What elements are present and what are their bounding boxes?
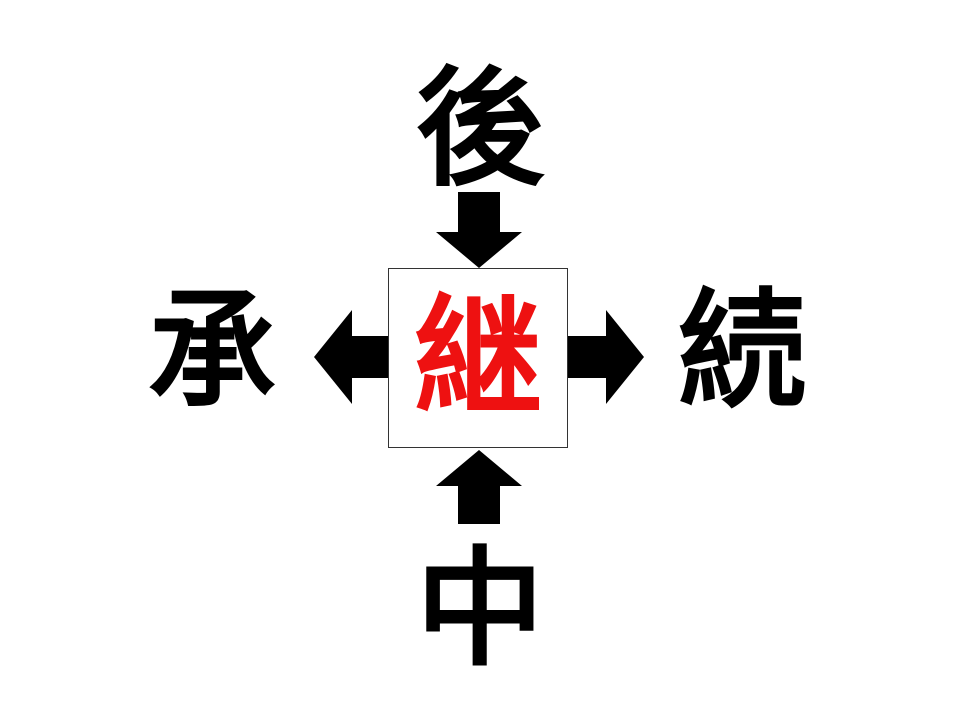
center-answer-box: 継 — [388, 268, 568, 448]
kanji-top: 後 — [415, 55, 544, 204]
arrow-left-icon — [314, 310, 388, 404]
kanji-right: 続 — [677, 277, 806, 426]
arrow-down-icon — [436, 192, 522, 268]
arrow-up-icon — [436, 450, 522, 524]
kanji-bottom: 中 — [415, 535, 544, 684]
kanji-left: 承 — [147, 277, 276, 426]
arrow-right-icon — [568, 310, 644, 404]
center-kanji: 継 — [413, 283, 542, 432]
